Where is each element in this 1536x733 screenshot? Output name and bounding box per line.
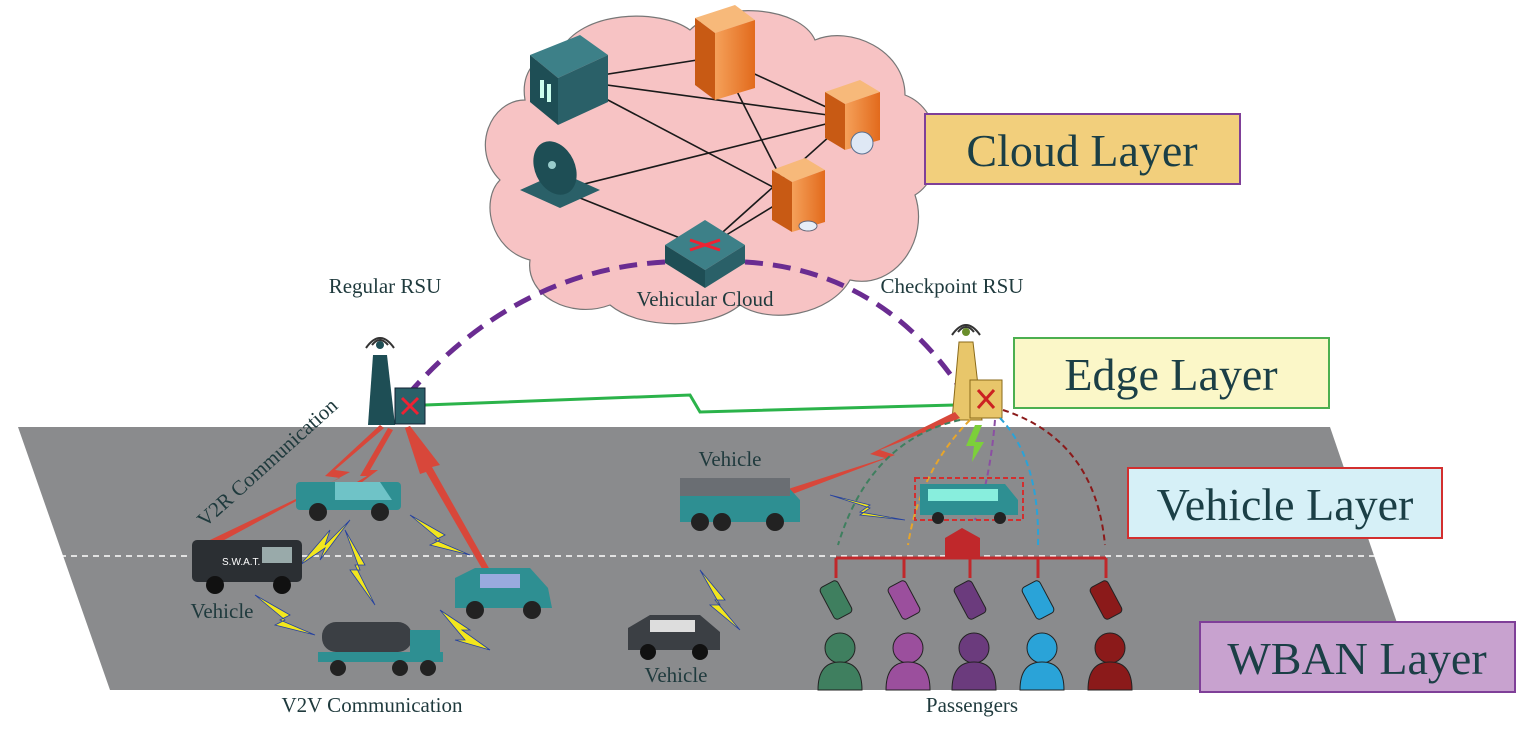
passengers-group <box>817 580 1133 691</box>
edge-layer-label: Edge Layer <box>1064 349 1277 400</box>
edge-red-bolt <box>785 412 960 495</box>
server-icon <box>695 5 755 100</box>
person-head-icon <box>892 632 924 664</box>
tanker-truck-icon <box>318 622 443 676</box>
swat-label: S.W.A.T. <box>222 557 260 568</box>
web-server-icon <box>825 80 880 155</box>
v2v-yellow-bolts <box>254 494 906 651</box>
swat-van-icon: S.W.A.T. <box>192 540 302 594</box>
phone-icon <box>1021 580 1055 620</box>
v2r-red-bolts <box>210 425 490 572</box>
person-head-icon <box>824 632 856 664</box>
passenger-3 <box>951 580 997 691</box>
database-icon <box>798 220 818 232</box>
cloud-to-regular-rsu-link <box>410 259 666 392</box>
passengers-label: Passengers <box>926 693 1018 717</box>
vehicular-cloud-label: Vehicular Cloud <box>636 287 774 311</box>
checkpoint-rsu-tower <box>951 324 1003 421</box>
v2v-communication-label: V2V Communication <box>281 693 463 717</box>
passenger-2 <box>885 580 931 691</box>
router-icon <box>665 220 745 288</box>
phone-icon <box>1089 580 1123 620</box>
passenger-4 <box>1019 580 1065 691</box>
pickup-truck-icon <box>296 482 401 521</box>
person-body-icon <box>885 661 931 691</box>
green-bolt <box>966 425 984 462</box>
regular-rsu-label: Regular RSU <box>329 274 442 298</box>
cloud-layer-label: Cloud Layer <box>966 125 1197 176</box>
person-body-icon <box>1087 661 1133 691</box>
satellite-dish-icon <box>520 141 600 208</box>
person-head-icon <box>1094 632 1126 664</box>
police-car-icon <box>628 615 720 660</box>
phone-icon <box>819 580 853 620</box>
wban-layer-label: WBAN Layer <box>1227 633 1486 684</box>
globe-icon <box>850 131 874 155</box>
wban-hub <box>834 528 1108 578</box>
data-center-icon <box>530 35 608 125</box>
person-head-icon <box>958 632 990 664</box>
cloud-to-checkpoint-rsu-link <box>744 259 963 390</box>
vehicle-layer-label: Vehicle Layer <box>1157 479 1414 530</box>
minivan-icon <box>455 568 552 619</box>
phone-icon <box>887 580 921 620</box>
vehicle-label-swat: Vehicle <box>191 599 254 623</box>
person-body-icon <box>1019 661 1065 691</box>
regular-rsu-tower <box>365 337 426 425</box>
minibus-icon <box>914 477 1024 524</box>
coach-bus-icon <box>680 478 800 531</box>
person-body-icon <box>817 661 863 691</box>
database-server-icon <box>772 158 825 232</box>
person-body-icon <box>951 661 997 691</box>
person-head-icon <box>1026 632 1058 664</box>
rsu-to-rsu-link <box>424 393 956 414</box>
passenger-1 <box>817 580 863 691</box>
vehicle-layer-box: Vehicle Layer <box>1127 467 1443 539</box>
vehicle-label-police: Vehicle <box>645 663 708 687</box>
cloud-layer-box: Cloud Layer <box>924 113 1241 185</box>
wban-layer-box: WBAN Layer <box>1199 621 1516 693</box>
phone-icon <box>953 580 987 620</box>
passenger-5 <box>1087 580 1133 691</box>
checkpoint-rsu-label: Checkpoint RSU <box>881 274 1024 298</box>
edge-layer-box: Edge Layer <box>1013 337 1330 409</box>
vehicle-label-bus: Vehicle <box>699 447 762 471</box>
